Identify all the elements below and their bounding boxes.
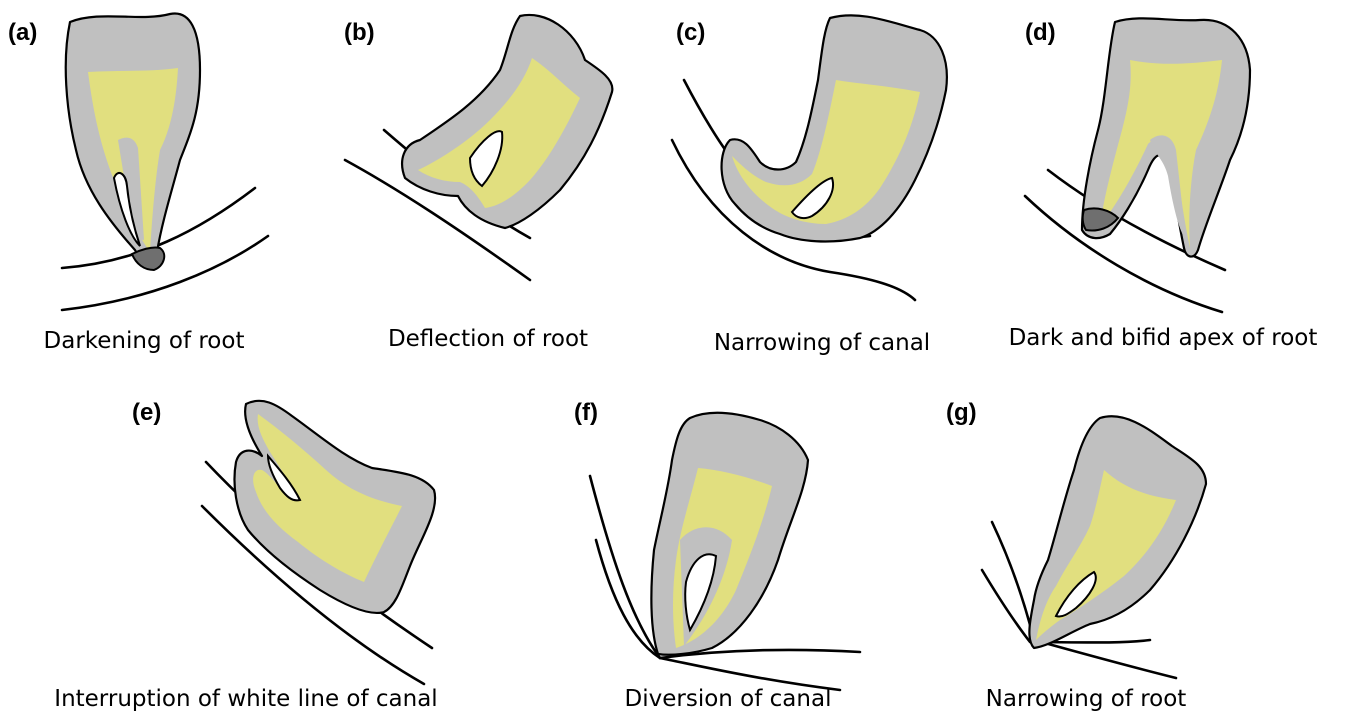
panel-b-caption: Deflection of root [388,326,588,352]
panel-d: (d) Dark and bifid apex of root [1009,18,1318,351]
panel-g-letter: (g) [946,399,977,426]
panel-a-letter: (a) [8,19,37,46]
panel-f-letter: (f) [574,399,598,426]
panel-c: (c) Narrowing of canal [672,15,947,356]
panel-g: (g) Narrowing of root [946,399,1206,712]
panel-e: (e) Interruption of white line of canal [54,399,437,712]
panel-d-letter: (d) [1025,19,1056,46]
panel-b-letter: (b) [344,19,375,46]
panel-f: (f) Diversion of canal [574,399,860,712]
panel-a-dark-apex [132,247,164,270]
panel-c-letter: (c) [676,19,705,46]
panel-a-caption: Darkening of root [44,328,245,354]
panel-b: (b) Deflection of root [344,15,612,352]
panel-e-letter: (e) [132,399,161,426]
panel-a-canal-line-lower [62,236,268,310]
panel-d-caption: Dark and bifid apex of root [1009,325,1318,351]
panel-a: (a) Darkening of root [8,13,268,354]
panel-c-caption: Narrowing of canal [714,330,930,356]
panel-g-caption: Narrowing of root [986,686,1187,712]
panel-e-caption: Interruption of white line of canal [54,686,437,712]
panel-f-caption: Diversion of canal [625,686,832,712]
